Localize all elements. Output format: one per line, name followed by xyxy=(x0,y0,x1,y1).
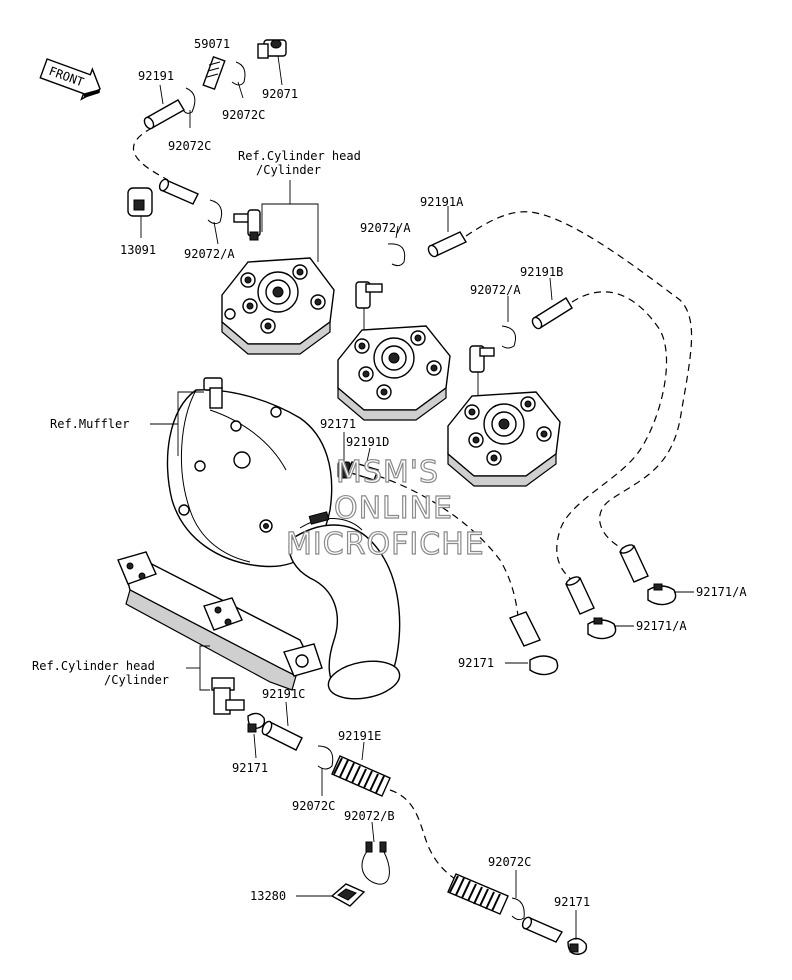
label-92072a-3: 92072/A xyxy=(470,283,521,297)
exhaust-manifold xyxy=(117,551,323,691)
label-92072a-1: 92072/A xyxy=(184,247,235,261)
label-ref-muffler: Ref.Muffler xyxy=(50,417,129,431)
label-92072a-2: 92072/A xyxy=(360,221,411,235)
part-hose-short-bottom[interactable] xyxy=(521,916,564,943)
label-92191c: 92191C xyxy=(262,687,305,701)
muffler-fitting[interactable] xyxy=(203,377,223,409)
elbow-fitting-1[interactable] xyxy=(233,209,261,241)
muffler xyxy=(166,389,401,700)
hose-path-top-left xyxy=(133,127,169,181)
part-92171a-clamp-1[interactable] xyxy=(647,583,677,606)
part-spring-hose-lower[interactable] xyxy=(447,873,509,915)
label-ref-cylinder-head-bottom-2: /Cylinder xyxy=(104,673,169,687)
hose-path-92191b xyxy=(556,291,668,581)
label-13091: 13091 xyxy=(120,243,156,257)
part-92191a-hose[interactable] xyxy=(427,231,467,258)
cylinder-head-1 xyxy=(221,257,335,355)
watermark-line-1: MSM'S xyxy=(336,455,439,490)
label-92191e: 92191E xyxy=(338,729,381,743)
hose-path-92191d xyxy=(377,475,519,617)
label-92191a: 92191A xyxy=(420,195,464,209)
part-92072a-clip-1[interactable] xyxy=(207,199,223,225)
part-92171-clamp-right[interactable] xyxy=(529,655,559,676)
label-92171-mid: 92171 xyxy=(320,417,356,431)
label-92171-left: 92171 xyxy=(232,761,268,775)
part-92191-hose[interactable] xyxy=(143,99,185,130)
elbow-fitting-3[interactable] xyxy=(469,345,495,373)
part-92191-hose-2[interactable] xyxy=(158,178,199,205)
label-92171-right: 92171 xyxy=(458,656,494,670)
cylinder-head-2 xyxy=(337,325,451,421)
label-92171a-2: 92171/A xyxy=(636,619,687,633)
part-92191b-hose[interactable] xyxy=(531,297,573,330)
hose-path-92191e xyxy=(389,789,457,881)
part-59071-pin[interactable] xyxy=(202,55,226,91)
tee-fitting[interactable] xyxy=(211,677,245,715)
elbow-fitting-2[interactable] xyxy=(355,281,383,309)
part-92071-elbow[interactable] xyxy=(257,39,287,59)
label-ref-cylinder-head-bottom-1: Ref.Cylinder head xyxy=(32,659,155,673)
front-arrow-icon: FRONT xyxy=(39,58,101,101)
label-13280: 13280 xyxy=(250,889,286,903)
hose-path-92191a xyxy=(465,211,693,553)
hose-end-92191a[interactable] xyxy=(619,543,649,583)
part-92072c-clip-a[interactable] xyxy=(231,61,246,86)
label-92072c-d: 92072C xyxy=(488,855,531,869)
part-92171a-clamp-2[interactable] xyxy=(587,617,617,640)
label-92072c-c: 92072C xyxy=(292,799,335,813)
label-92072b: 92072/B xyxy=(344,809,395,823)
label-92071: 92071 xyxy=(262,87,298,101)
label-92072c-a: 92072C xyxy=(222,108,265,122)
label-59071: 59071 xyxy=(194,37,230,51)
part-92072c-clip-c[interactable] xyxy=(317,745,334,770)
watermark: MSM'S ONLINE MICROFICHE xyxy=(285,454,485,562)
label-92191d: 92191D xyxy=(346,435,389,449)
part-92072a-clip-3[interactable] xyxy=(501,325,516,349)
part-92072c-clip-b[interactable] xyxy=(181,87,196,114)
part-92072b-clip[interactable] xyxy=(361,841,390,885)
label-92191-top: 92191 xyxy=(138,69,174,83)
label-92072c-b: 92072C xyxy=(168,139,211,153)
part-92171-clamp-left[interactable] xyxy=(247,712,266,733)
label-ref-cylinder-head-top-1: Ref.Cylinder head xyxy=(238,149,361,163)
hose-end-92191b[interactable] xyxy=(565,575,595,615)
part-92191d-hose[interactable] xyxy=(347,461,379,481)
label-92171-bottom-right: 92171 xyxy=(554,895,590,909)
part-92072a-clip-2[interactable] xyxy=(387,243,406,267)
cylinder-head-3 xyxy=(447,391,561,487)
watermark-line-2: ONLINE xyxy=(334,491,453,526)
part-13091-cap[interactable] xyxy=(127,187,153,217)
part-92072c-clip-d[interactable] xyxy=(511,897,525,921)
label-ref-cylinder-head-top-2: /Cylinder xyxy=(256,163,321,177)
watermark-line-3: MICROFICHE xyxy=(286,527,485,562)
hose-end-right[interactable] xyxy=(509,611,541,647)
part-92191c-hose[interactable] xyxy=(260,720,303,751)
part-13280-pad[interactable] xyxy=(330,883,366,907)
part-92191e-spring-hose[interactable] xyxy=(331,755,391,797)
label-92191b: 92191B xyxy=(520,265,563,279)
part-92171-clamp-bottom[interactable] xyxy=(567,937,588,955)
label-92171a-1: 92171/A xyxy=(696,585,747,599)
